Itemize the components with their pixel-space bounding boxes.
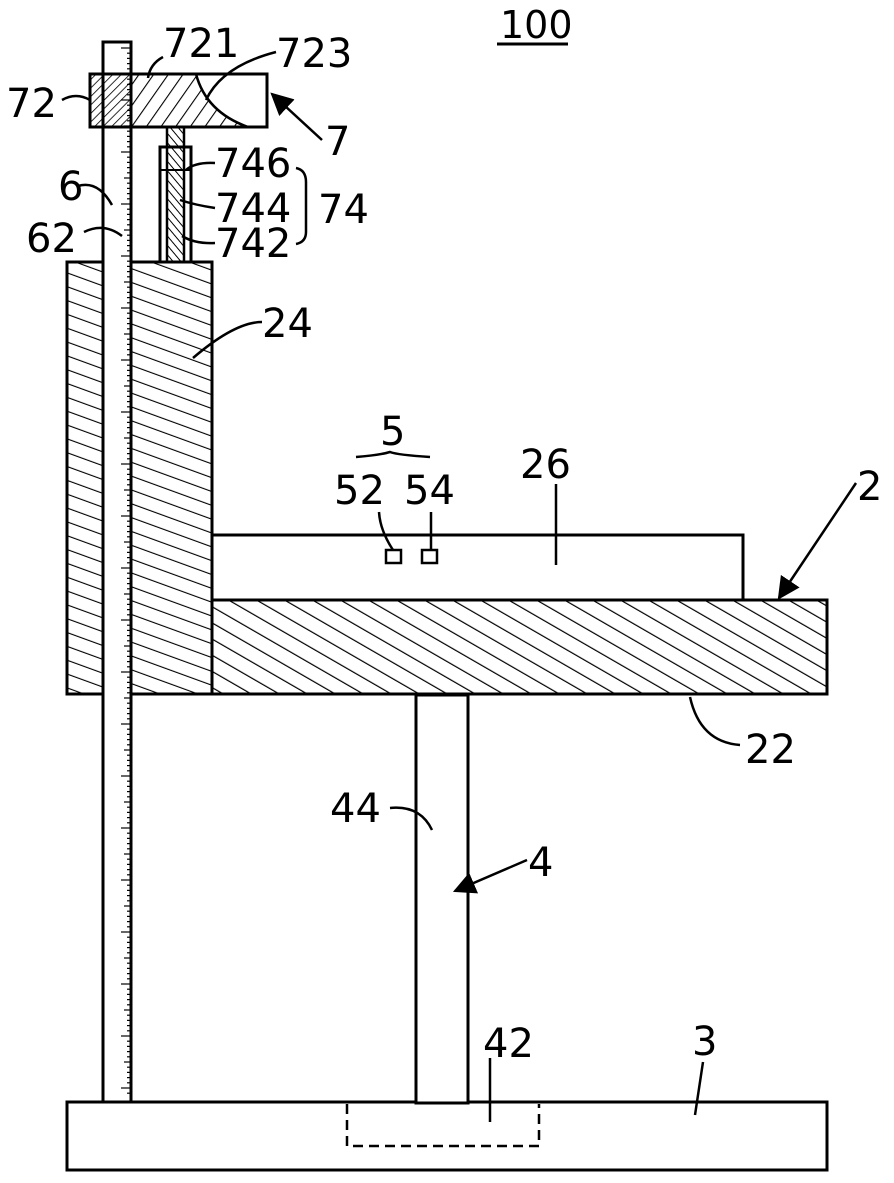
label-26: 26 (520, 442, 571, 488)
label-22: 22 (745, 727, 796, 773)
label-723: 723 (276, 31, 352, 77)
sensor-54 (422, 550, 437, 563)
wall-24-right (131, 262, 212, 694)
label-5: 5 (380, 409, 405, 455)
label-721: 721 (163, 21, 239, 67)
ruler-6 (103, 42, 131, 1102)
label-3: 3 (692, 1019, 717, 1065)
label-54: 54 (404, 468, 455, 514)
label-52: 52 (334, 468, 385, 514)
label-44: 44 (330, 786, 381, 832)
label-746: 746 (215, 141, 291, 187)
label-742: 742 (215, 221, 291, 267)
shaft-744 (167, 127, 184, 262)
label-72: 72 (6, 81, 57, 127)
support-column-44 (416, 695, 468, 1103)
wall-24-left (67, 262, 103, 694)
figure-title: 100 (500, 3, 573, 47)
base-3 (67, 1102, 827, 1170)
label-62: 62 (26, 216, 77, 262)
label-6: 6 (58, 164, 83, 210)
label-2: 2 (857, 464, 882, 510)
box-26 (212, 535, 743, 600)
plate-22 (212, 600, 827, 694)
label-74: 74 (318, 187, 369, 233)
block-72 (90, 74, 131, 127)
sensor-52 (386, 550, 401, 563)
label-7: 7 (325, 119, 350, 165)
label-4: 4 (528, 840, 553, 886)
label-24: 24 (262, 301, 313, 347)
